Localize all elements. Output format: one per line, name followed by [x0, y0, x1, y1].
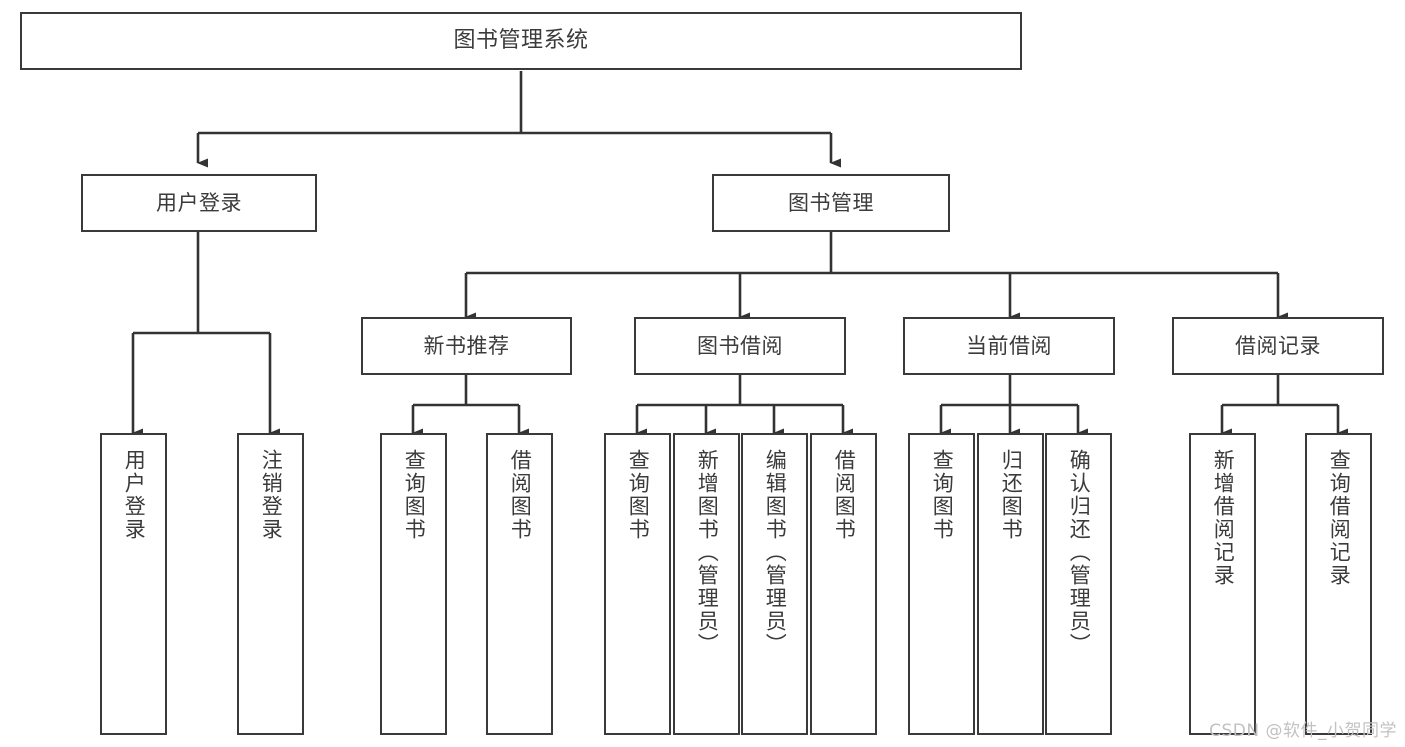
node-book-borrow-label: 图书借阅 [697, 333, 783, 358]
node-borrow-record[interactable]: 借阅记录 [1172, 317, 1384, 375]
leaf-add-borrow-record-label: 新增借阅记录 [1211, 449, 1236, 587]
leaf-confirm-return[interactable]: 确认归还（管理员） [1045, 433, 1112, 735]
node-new-book-recommend[interactable]: 新书推荐 [361, 317, 572, 375]
leaf-borrow-book-2[interactable]: 借阅图书 [810, 433, 877, 735]
leaf-edit-book[interactable]: 编辑图书（管理员） [741, 433, 808, 735]
leaf-return-book-label: 归还图书 [999, 449, 1024, 541]
leaf-add-book-label: 新增图书（管理员） [695, 449, 720, 656]
leaf-query-borrow-record-label: 查询借阅记录 [1327, 449, 1352, 587]
leaf-user-login-label: 用户登录 [122, 449, 147, 541]
leaf-query-book-1[interactable]: 查询图书 [380, 433, 447, 735]
leaf-query-book-3[interactable]: 查询图书 [908, 433, 975, 735]
node-user-login[interactable]: 用户登录 [81, 174, 317, 232]
node-root-label: 图书管理系统 [453, 28, 589, 54]
node-book-borrow[interactable]: 图书借阅 [634, 317, 846, 375]
leaf-add-borrow-record[interactable]: 新增借阅记录 [1189, 433, 1256, 735]
node-root-book-management-system[interactable]: 图书管理系统 [20, 12, 1022, 70]
leaf-add-book[interactable]: 新增图书（管理员） [673, 433, 740, 735]
node-book-management[interactable]: 图书管理 [712, 174, 950, 232]
leaf-edit-book-label: 编辑图书（管理员） [763, 449, 788, 656]
leaf-query-borrow-record[interactable]: 查询借阅记录 [1305, 433, 1372, 735]
node-current-borrow[interactable]: 当前借阅 [903, 317, 1115, 375]
leaf-borrow-book-1-label: 借阅图书 [508, 449, 533, 541]
leaf-query-book-2[interactable]: 查询图书 [604, 433, 671, 735]
leaf-borrow-book-2-label: 借阅图书 [832, 449, 857, 541]
leaf-query-book-3-label: 查询图书 [930, 449, 955, 541]
leaf-user-login[interactable]: 用户登录 [100, 433, 167, 735]
leaf-confirm-return-label: 确认归还（管理员） [1067, 449, 1092, 656]
node-borrow-record-label: 借阅记录 [1235, 333, 1321, 358]
csdn-watermark: CSDN @软件_小贺同学 [1209, 721, 1397, 741]
node-current-borrow-label: 当前借阅 [966, 333, 1052, 358]
leaf-return-book[interactable]: 归还图书 [977, 433, 1044, 735]
leaf-user-logout[interactable]: 注销登录 [237, 433, 304, 735]
leaf-borrow-book-1[interactable]: 借阅图书 [486, 433, 553, 735]
node-book-management-label: 图书管理 [788, 190, 874, 215]
leaf-query-book-2-label: 查询图书 [626, 449, 651, 541]
node-user-login-label: 用户登录 [156, 190, 242, 215]
node-new-book-recommend-label: 新书推荐 [423, 333, 510, 358]
leaf-query-book-1-label: 查询图书 [402, 449, 427, 541]
leaf-user-logout-label: 注销登录 [259, 449, 284, 541]
